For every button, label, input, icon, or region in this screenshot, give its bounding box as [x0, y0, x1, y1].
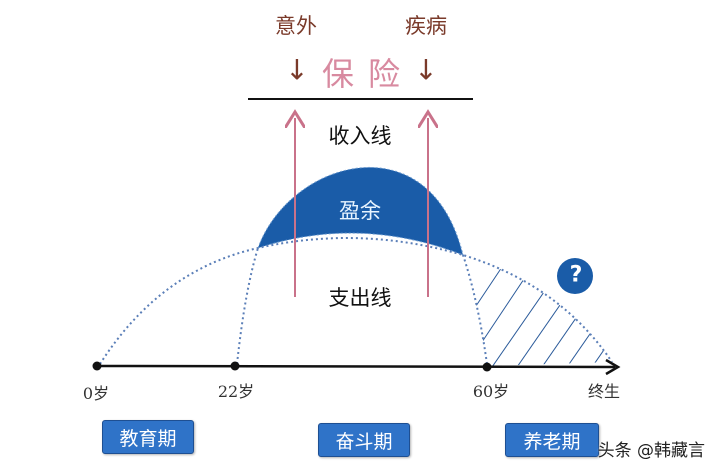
risk-accident: 意外	[275, 14, 317, 38]
down-arrow-right-icon: ↓	[414, 53, 438, 87]
tick-age-22: 22岁	[217, 382, 255, 401]
phase-career-button[interactable]: 奋斗期	[318, 423, 410, 457]
axis-dot-0	[92, 361, 102, 371]
surplus-area	[257, 166, 464, 256]
question-icon	[557, 258, 593, 294]
expense-curves	[99, 237, 613, 365]
phase-education-button[interactable]: 教育期	[102, 420, 194, 454]
watermark: 头条 @韩藏言	[597, 441, 705, 461]
age-axis	[96, 364, 616, 369]
axis-dot-60	[482, 362, 492, 372]
tick-age-0: 0岁	[82, 384, 110, 403]
phase-retirement-button[interactable]: 养老期	[505, 423, 599, 457]
income-line-label: 收入线	[328, 124, 392, 148]
insurance-label: 保险	[321, 55, 415, 93]
question-mark: ?	[569, 262, 583, 288]
risk-illness: 疾病	[405, 14, 447, 38]
axis-arrowhead	[605, 358, 621, 376]
surplus-label: 盈余	[339, 199, 381, 223]
tick-lifetime: 终生	[587, 382, 621, 401]
expense-line-label: 支出线	[328, 286, 392, 310]
down-arrow-left-icon: ↓	[285, 53, 309, 87]
tick-age-60: 60岁	[472, 382, 510, 401]
axis-dot-22	[230, 361, 240, 371]
